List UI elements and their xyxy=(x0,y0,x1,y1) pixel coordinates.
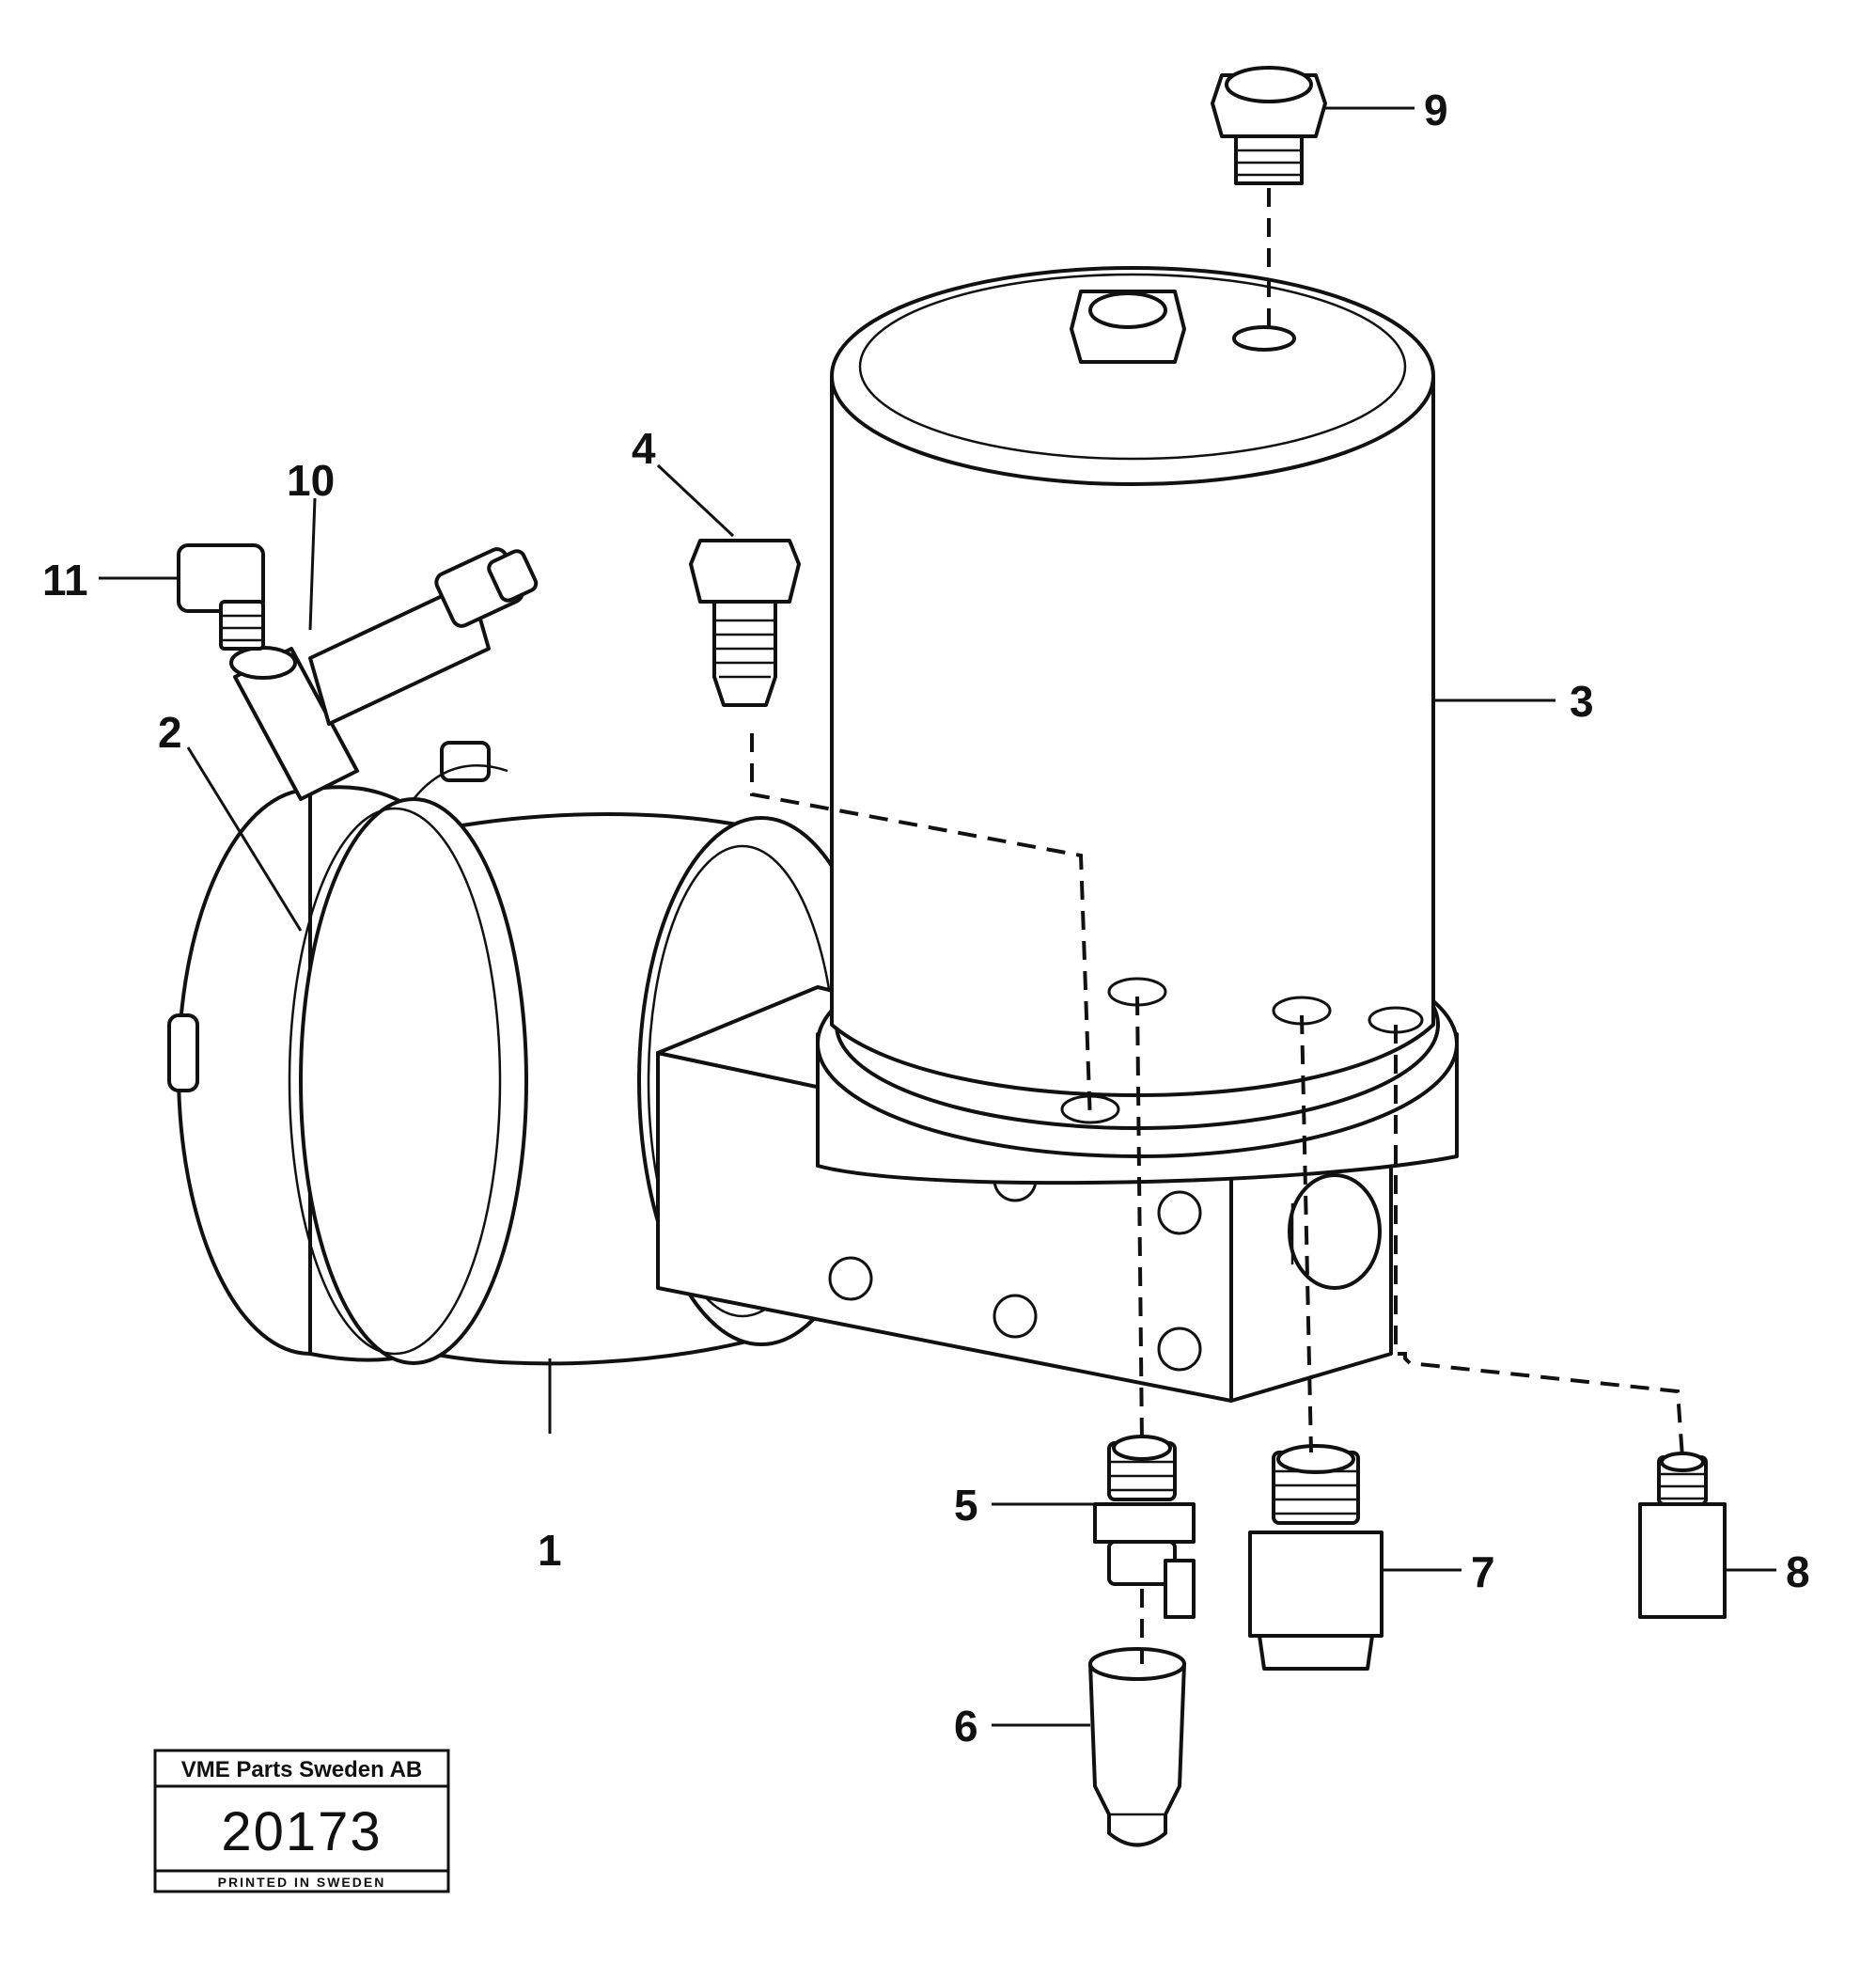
parts-stamp: VME Parts Sweden AB 20173 PRINTED IN SWE… xyxy=(153,1749,450,1893)
assembly-lines xyxy=(750,188,1684,1664)
bleed-plug xyxy=(689,539,801,707)
callout-10: 10 xyxy=(287,456,335,505)
small-fitting xyxy=(1638,1452,1727,1619)
stamp-company: VME Parts Sweden AB xyxy=(181,1757,423,1782)
nipple-fitting xyxy=(1248,1444,1384,1671)
callout-1: 1 xyxy=(538,1526,562,1575)
filter-canister xyxy=(816,266,1459,1185)
top-plug xyxy=(1211,66,1327,185)
leader-lines xyxy=(99,106,1776,1727)
callout-2: 2 xyxy=(158,708,182,757)
callout-5: 5 xyxy=(954,1481,978,1530)
callouts: 1 2 3 4 5 6 7 8 9 10 11 xyxy=(42,86,1810,1750)
brake-chamber xyxy=(167,741,885,1366)
rubber-cap xyxy=(1088,1647,1186,1847)
callout-11: 11 xyxy=(42,556,88,604)
stamp-printed: PRINTED IN SWEDEN xyxy=(218,1875,386,1890)
callout-4: 4 xyxy=(632,424,656,473)
pressure-switch xyxy=(1093,1435,1196,1619)
callout-7: 7 xyxy=(1471,1547,1495,1596)
callout-9: 9 xyxy=(1424,86,1448,134)
callout-3: 3 xyxy=(1570,677,1594,726)
tee-fitting xyxy=(229,547,539,801)
stamp-number: 20173 xyxy=(221,1801,382,1862)
callout-8: 8 xyxy=(1786,1547,1810,1596)
fitting-nut xyxy=(177,543,265,651)
callout-6: 6 xyxy=(954,1702,978,1750)
